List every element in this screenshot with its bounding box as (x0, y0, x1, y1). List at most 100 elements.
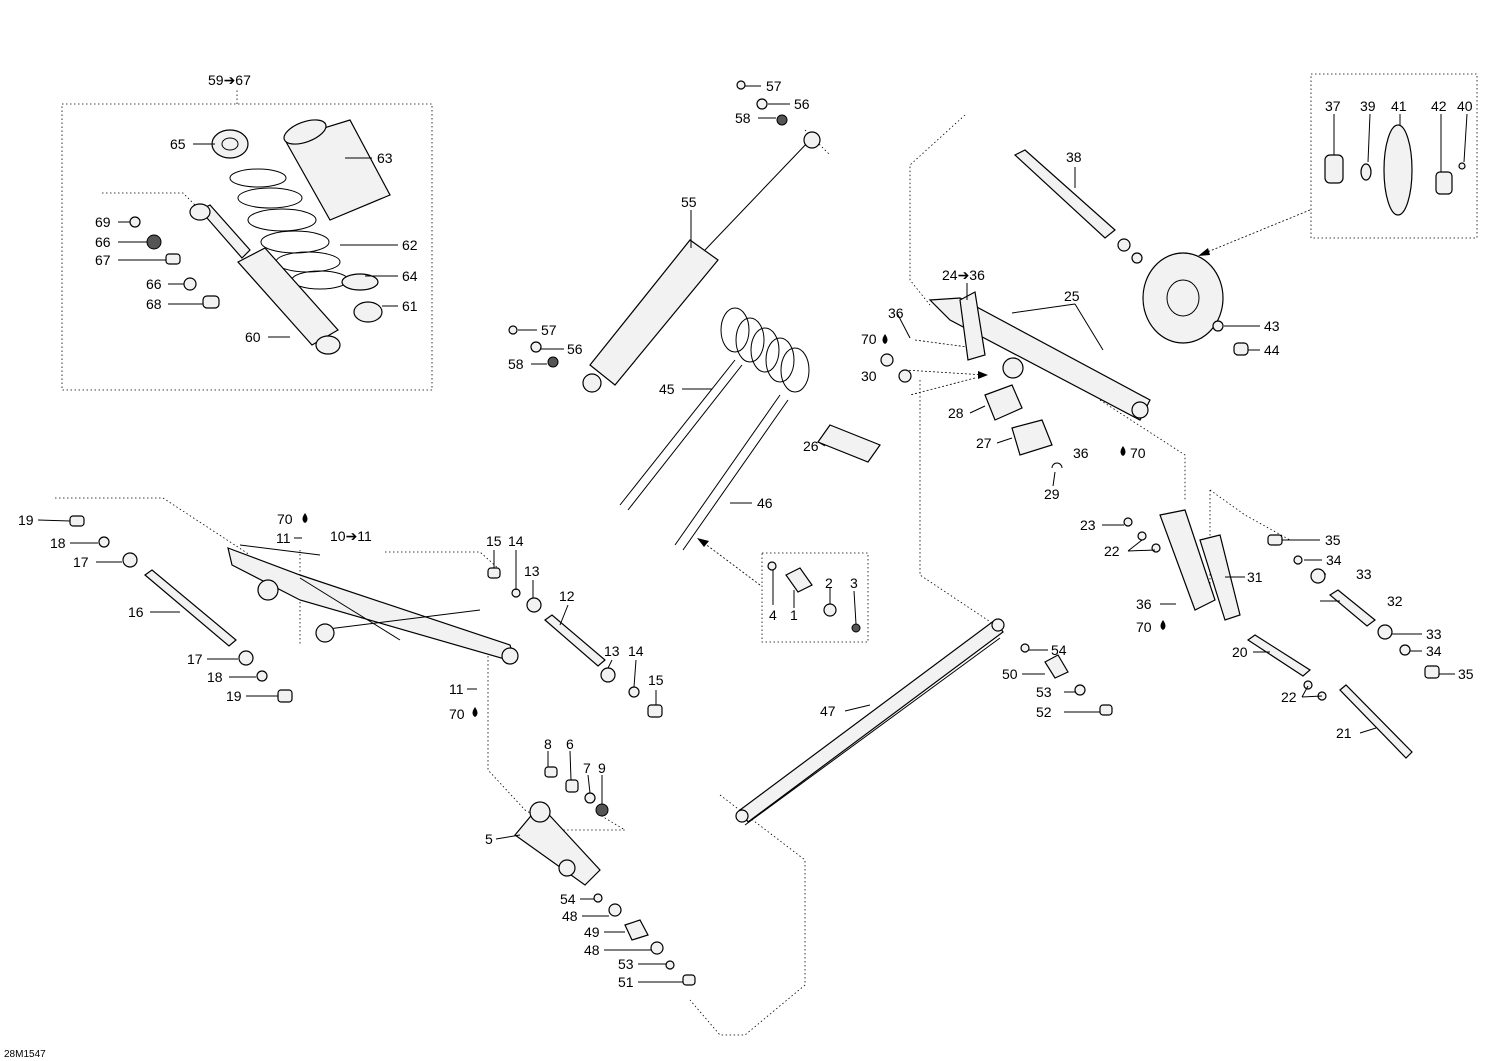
rear-arm (69, 515, 663, 718)
ref-label: 22 (1281, 689, 1297, 705)
ref-label: 26 (803, 438, 819, 454)
ref-label: 34 (1326, 552, 1342, 568)
ref-label: 30 (861, 368, 877, 384)
ref-label: 66 (95, 234, 111, 250)
ref-label: 60 (245, 329, 261, 345)
ref-label: 44 (1264, 342, 1280, 358)
oil-drop-icon (1120, 446, 1126, 456)
ref-label: 11 (449, 681, 464, 697)
shock-assembly (129, 119, 391, 355)
ref-label: 53 (1036, 684, 1052, 700)
ref-label: 64 (402, 268, 418, 284)
ref-label: 59➔67 (208, 72, 251, 88)
ref-label: 18 (207, 669, 223, 685)
ref-label: 34 (1426, 643, 1442, 659)
ref-label: 56 (567, 341, 583, 357)
ref-label: 57 (766, 78, 782, 94)
group-boxes (61, 73, 1478, 643)
ref-label: 3 (850, 575, 858, 591)
ref-label: 36 (1136, 596, 1152, 612)
ref-label: 22 (1104, 543, 1120, 559)
ref-label: 70 (277, 511, 293, 527)
ref-label: 1 (790, 607, 798, 623)
ref-label: 28 (948, 405, 964, 421)
ref-label: 61 (402, 298, 418, 314)
ref-label: 4 (769, 607, 777, 623)
ref-label: 52 (1036, 704, 1052, 720)
ref-label: 42 (1431, 98, 1447, 114)
oil-drop-icon (1160, 620, 1166, 630)
ref-label: 10➔11 (330, 528, 372, 544)
ref-label: 63 (377, 150, 393, 166)
ref-label: 51 (618, 974, 634, 990)
ref-label: 41 (1391, 98, 1407, 114)
ref-label: 19 (18, 512, 34, 528)
link-rod (735, 618, 1113, 826)
ref-label: 31 (1247, 569, 1263, 585)
long-shock (508, 80, 821, 393)
ref-label: 58 (735, 110, 751, 126)
ref-label: 54 (560, 891, 576, 907)
idler-wheel (1013, 124, 1466, 356)
ref-label: 56 (794, 96, 810, 112)
ref-label: 36 (888, 305, 904, 321)
ref-label: 70 (1136, 619, 1152, 635)
front-arm (880, 291, 1151, 469)
oil-drop-icon (882, 334, 888, 344)
ref-label: 25 (1064, 288, 1080, 304)
ref-label: 7 (583, 760, 591, 776)
ref-label: 29 (1044, 486, 1060, 502)
ref-label: 70 (1130, 445, 1146, 461)
ref-label: 12 (559, 588, 575, 604)
ref-label: 68 (146, 296, 162, 312)
ref-label: 40 (1457, 98, 1473, 114)
right-hanger (1123, 509, 1440, 759)
ref-label: 24➔36 (942, 267, 985, 283)
ref-label: 27 (976, 435, 992, 451)
ref-label: 38 (1066, 149, 1082, 165)
ref-label: 65 (170, 136, 186, 152)
ref-label: 45 (659, 381, 675, 397)
bracket (514, 766, 696, 986)
ref-label: 21 (1336, 725, 1352, 741)
ref-label: 39 (1360, 98, 1376, 114)
torsion-springs (619, 307, 881, 551)
ref-label: 13 (524, 563, 540, 579)
ref-label: 48 (584, 942, 600, 958)
ref-label: 14 (628, 643, 644, 659)
ref-label: 6 (566, 736, 574, 752)
ref-label: 17 (73, 554, 89, 570)
ref-label: 33 (1426, 626, 1442, 642)
ref-label: 15 (648, 672, 664, 688)
ref-label: 67 (95, 252, 111, 268)
ref-label: 37 (1325, 98, 1341, 114)
ref-label: 46 (757, 495, 773, 511)
ref-label: 33 (1356, 566, 1372, 582)
oil-drop-icons (302, 334, 1166, 717)
ref-label: 15 (486, 533, 502, 549)
ref-label: 2 (825, 575, 833, 591)
ref-label: 50 (1002, 666, 1018, 682)
ref-label: 32 (1387, 593, 1403, 609)
ref-label: 57 (541, 322, 557, 338)
ref-label: 14 (508, 533, 524, 549)
part-labels: 59➔67 57 56 58 65 63 69 66 67 66 68 62 6… (4, 72, 1474, 1060)
ref-label: 43 (1264, 318, 1280, 334)
ref-label: 62 (402, 237, 418, 253)
ref-label: 5 (485, 831, 493, 847)
ref-label: 35 (1325, 532, 1341, 548)
ref-label: 18 (50, 535, 66, 551)
ref-label: 17 (187, 651, 203, 667)
leader-lines (37, 85, 1468, 983)
ref-label: 66 (146, 276, 162, 292)
ref-label: 48 (562, 908, 578, 924)
ref-label: 54 (1051, 642, 1067, 658)
ref-label: 47 (820, 703, 836, 719)
oil-drop-icon (302, 513, 308, 523)
ref-label: 8 (544, 736, 552, 752)
ref-label: 20 (1232, 644, 1248, 660)
ref-label: 16 (128, 604, 144, 620)
oil-drop-icon (472, 707, 478, 717)
ref-label: 23 (1080, 517, 1096, 533)
